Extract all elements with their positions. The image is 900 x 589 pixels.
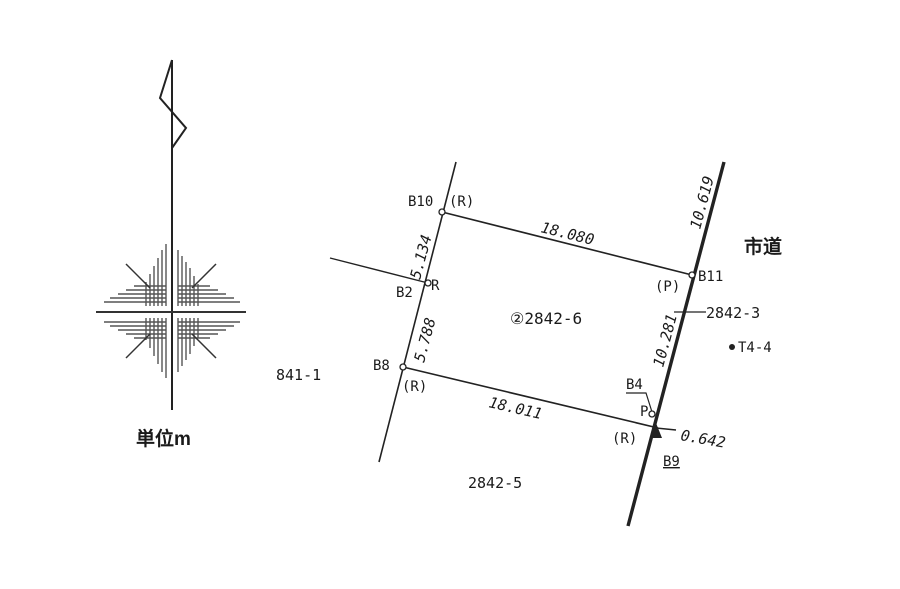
- marker-label-p-b4: P: [640, 404, 648, 420]
- point-b4-marker: [648, 410, 656, 418]
- point-t4-4-marker: [729, 344, 735, 350]
- point-label-b8: B8: [373, 358, 390, 374]
- neighbor-line-b2: [329, 257, 429, 284]
- parcel-label-east: 2842-3: [706, 304, 760, 322]
- marker-label-r-b9: (R): [612, 431, 637, 447]
- point-label-b2: B2: [396, 285, 413, 301]
- leader-line-b4: [626, 392, 653, 413]
- north-arrow-icon: [158, 59, 188, 410]
- bottom-boundary-line: [402, 366, 659, 429]
- marker-label-r-b2: R: [431, 278, 440, 294]
- marker-label-p-b11: (P): [655, 279, 680, 295]
- marker-label-r-b10: (R): [449, 194, 474, 210]
- survey-point-markers: [399, 208, 696, 418]
- unit-label: 単位m: [136, 427, 191, 450]
- compass-rose-icon: [96, 244, 246, 378]
- point-b11-marker: [688, 271, 696, 279]
- point-b8-marker: [399, 363, 407, 371]
- dimension-right-offset: 0.642: [679, 426, 727, 452]
- parcel-label-south: 2842-5: [468, 474, 522, 492]
- offset-line-b9: [655, 427, 677, 431]
- parcel-label-subject: ②2842-6: [510, 309, 582, 328]
- point-b10-marker: [438, 208, 446, 216]
- point-b2-marker: [424, 279, 432, 287]
- point-label-b11: B11: [698, 269, 723, 285]
- point-label-t4-4: T4-4: [738, 340, 772, 356]
- b9-arrow-icon: [650, 423, 662, 438]
- top-boundary-line: [441, 211, 693, 276]
- point-label-b4: B4: [626, 377, 643, 393]
- point-label-b9: B9: [663, 454, 680, 470]
- road-boundary-line: [626, 161, 726, 527]
- point-label-b10: B10: [408, 194, 433, 210]
- parcel-label-west: 841-1: [276, 366, 321, 384]
- road-label: 市道: [744, 235, 782, 258]
- dimension-bottom: 18.011: [487, 393, 544, 423]
- marker-label-r-b8: (R): [402, 379, 427, 395]
